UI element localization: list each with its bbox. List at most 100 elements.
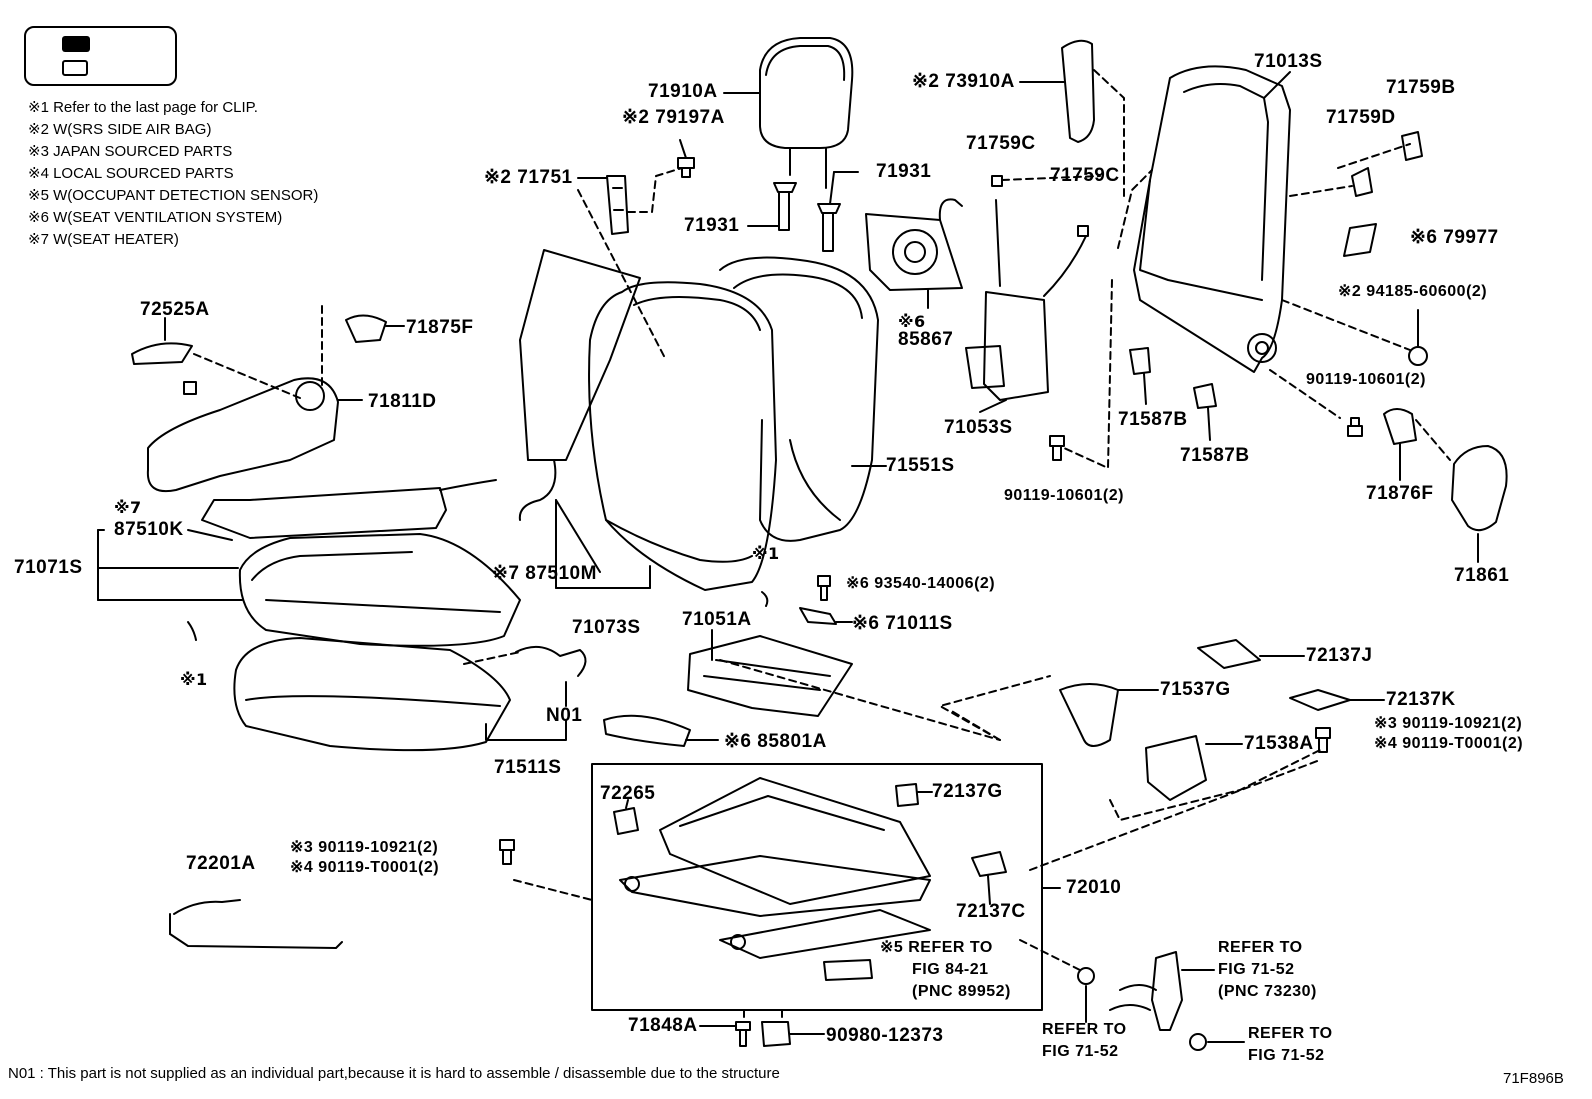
part-label[interactable]: ※2 71751 xyxy=(484,167,573,188)
part-label[interactable]: 71073S xyxy=(572,617,641,638)
reference-label[interactable]: REFER TO xyxy=(1248,1025,1333,1042)
part-label[interactable]: 71759D xyxy=(1326,107,1396,128)
cover-71875f xyxy=(345,314,387,343)
bolt-90119-upper xyxy=(1347,417,1363,437)
heater-mat-87510k xyxy=(201,487,447,539)
part-label[interactable]: ※2 79197A xyxy=(622,107,725,128)
part-label[interactable]: 71910A xyxy=(648,81,718,102)
wire-assembly xyxy=(965,199,1087,401)
key-solid-swatch xyxy=(62,36,90,52)
part-label[interactable]: 71759C xyxy=(1050,165,1120,186)
bracket-71011s xyxy=(799,607,837,625)
reference-label[interactable]: FIG 71-52 xyxy=(1248,1047,1325,1064)
part-label[interactable]: 71875F xyxy=(406,317,474,338)
part-label[interactable]: 72137J xyxy=(1306,645,1373,666)
part-label[interactable]: 71511S xyxy=(494,757,562,778)
part-label[interactable]: 71759C xyxy=(966,133,1036,154)
part-label[interactable]: 90119-10601(2) xyxy=(1306,371,1426,388)
part-label[interactable]: 71848A xyxy=(628,1015,698,1036)
clip-71759c-left xyxy=(991,175,1003,187)
cover-90980 xyxy=(761,1021,791,1047)
reference-label[interactable]: REFER TO xyxy=(1218,939,1303,956)
part-label[interactable]: 71013S xyxy=(1254,51,1323,72)
side-airbag xyxy=(1061,39,1095,143)
seat-cushion-cover xyxy=(238,533,521,647)
legend-item: ※6 W(SEAT VENTILATION SYSTEM) xyxy=(28,209,283,226)
clip-71759d xyxy=(1351,167,1373,197)
reference-label[interactable]: FIG 71-52 xyxy=(1042,1043,1119,1060)
cover-71537g xyxy=(1059,683,1119,747)
part-label[interactable]: 71931 xyxy=(876,161,932,182)
reference-label[interactable]: FIG 71-52 xyxy=(1218,961,1295,978)
part-label[interactable]: ※2 73910A xyxy=(912,71,1015,92)
clip-72265 xyxy=(613,807,639,835)
part-label[interactable]: ※2 94185-60600(2) xyxy=(1338,283,1488,300)
clip-note: ※1 xyxy=(180,670,208,689)
part-label[interactable]: 72201A xyxy=(186,853,256,874)
seatback-pad xyxy=(719,256,879,542)
reference-label: (PNC 89952) xyxy=(912,983,1011,1000)
screw-recliner xyxy=(183,381,197,395)
part-label[interactable]: ※4 90119-T0001(2) xyxy=(290,859,440,876)
nut-buckle-left xyxy=(1077,967,1095,985)
part-label[interactable]: 71071S xyxy=(14,557,83,578)
clip-mark-right xyxy=(761,591,769,607)
part-label[interactable]: ※6 85801A xyxy=(724,731,827,752)
part-label[interactable]: 71931 xyxy=(684,215,740,236)
bracket-72137g xyxy=(895,783,919,807)
part-label[interactable]: N01 xyxy=(546,705,583,726)
part-label[interactable]: 72010 xyxy=(1066,877,1122,898)
clip-note: ※1 xyxy=(752,544,780,563)
part-label[interactable]: 72137G xyxy=(932,781,1003,802)
part-label[interactable]: 90980-12373 xyxy=(826,1025,944,1046)
part-label[interactable]: 71876F xyxy=(1366,483,1434,504)
part-label[interactable]: 72137K xyxy=(1386,689,1456,710)
part-label[interactable]: 71811D xyxy=(368,391,437,412)
bolt-90119-lower xyxy=(1049,435,1065,461)
part-label[interactable]: 71053S xyxy=(944,417,1013,438)
reference-label[interactable]: FIG 84-21 xyxy=(912,961,989,978)
part-label[interactable]: ※3 90119-10921(2) xyxy=(290,839,439,856)
note-marker: ※7 xyxy=(114,498,142,517)
part-label[interactable]: 71051A xyxy=(682,609,752,630)
seat-belt-buckle xyxy=(1109,951,1183,1031)
part-label[interactable]: 72525A xyxy=(140,299,210,320)
part-label[interactable]: 71551S xyxy=(886,455,955,476)
note-marker: ※6 xyxy=(898,312,926,331)
part-label[interactable]: 71861 xyxy=(1454,565,1510,586)
occupant-sensor xyxy=(823,959,873,981)
reference-label[interactable]: REFER TO xyxy=(1042,1021,1127,1038)
part-label[interactable]: 71537G xyxy=(1160,679,1231,700)
bracket-71587b-b xyxy=(1193,383,1217,409)
part-label[interactable]: ※3 90119-10921(2) xyxy=(1374,715,1523,732)
headrest-guide-right xyxy=(817,203,841,252)
part-label[interactable]: 71587B xyxy=(1180,445,1250,466)
part-label[interactable]: 90119-10601(2) xyxy=(1004,487,1124,504)
part-label[interactable]: 85867 xyxy=(898,329,954,350)
part-label[interactable]: ※4 90119-T0001(2) xyxy=(1374,735,1524,752)
part-label[interactable]: 71538A xyxy=(1244,733,1314,754)
bracket-72137c xyxy=(971,851,1007,877)
part-label[interactable]: ※6 71011S xyxy=(852,613,953,634)
pad-79977 xyxy=(1343,223,1377,257)
seat-cushion-pad xyxy=(233,637,511,752)
part-label[interactable]: 72137C xyxy=(956,901,1026,922)
diagram-id: 71F896B xyxy=(1503,1070,1564,1087)
seat-adjuster xyxy=(619,777,931,959)
reference-label: (PNC 73230) xyxy=(1218,983,1317,1000)
part-label[interactable]: ※6 93540-14006(2) xyxy=(846,575,996,592)
wire-72201a xyxy=(169,899,343,949)
clip-71848a xyxy=(735,1021,751,1047)
part-label[interactable]: ※6 79977 xyxy=(1410,227,1499,248)
bracket-72137k xyxy=(1289,689,1351,711)
headrest-part xyxy=(759,37,854,189)
part-label[interactable]: 87510K xyxy=(114,519,184,540)
part-label[interactable]: 72265 xyxy=(600,783,656,804)
part-label[interactable]: 71759B xyxy=(1386,77,1456,98)
knob-71861 xyxy=(1451,445,1508,532)
ventilation-fan xyxy=(865,198,963,291)
part-label[interactable]: ※7 87510M xyxy=(492,563,597,584)
part-label[interactable]: 71587B xyxy=(1118,409,1188,430)
reference-label[interactable]: ※5 REFER TO xyxy=(880,939,993,956)
